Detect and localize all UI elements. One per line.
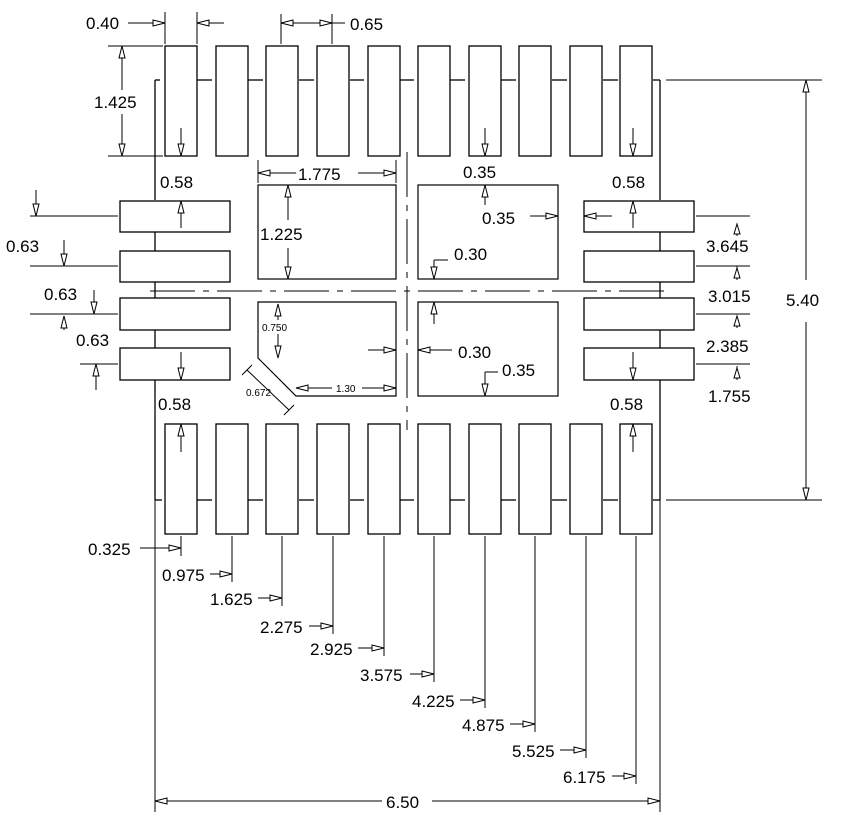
chamfer-offset-label: 0.750 — [262, 323, 287, 334]
bottom-pads — [165, 424, 652, 534]
pad — [570, 424, 602, 534]
pad — [584, 348, 694, 380]
pad — [266, 424, 298, 534]
pad — [519, 46, 551, 156]
pad-position-label: 3.575 — [360, 666, 403, 685]
pad — [266, 46, 298, 156]
pad — [584, 251, 694, 282]
left-pitch-label-1: 0.63 — [6, 237, 39, 256]
paste-width-label: 1.775 — [298, 165, 341, 184]
corner-bl-label: 0.58 — [158, 395, 191, 414]
pad — [216, 46, 248, 156]
pad — [620, 424, 652, 534]
pad — [120, 348, 230, 380]
right-dim-label-2: 3.015 — [708, 287, 751, 306]
pad-length-label: 1.425 — [94, 93, 137, 112]
pad — [216, 424, 248, 534]
left-pitch-label-3: 0.63 — [76, 331, 109, 350]
chamfer-size-label: 0.672 — [246, 388, 271, 399]
pad — [120, 201, 230, 232]
pad — [317, 424, 349, 534]
chamfer-width-label: 1.30 — [336, 384, 356, 395]
left-pitch-label-2: 0.63 — [44, 285, 77, 304]
pad — [368, 46, 400, 156]
pad-pitch-label: 0.65 — [350, 15, 383, 34]
pad-width-label: 0.40 — [86, 14, 119, 33]
pad-position-label: 1.625 — [210, 590, 253, 609]
gap-bottom-label: 0.35 — [502, 361, 535, 380]
gap-center-h-label: 0.30 — [458, 343, 491, 362]
pad-position-label: 6.175 — [563, 768, 606, 787]
gap-side-label: 0.35 — [482, 209, 515, 228]
right-dim-label-3: 2.385 — [706, 337, 749, 356]
pad — [120, 251, 230, 282]
body-width-label: 6.50 — [386, 793, 419, 812]
pad — [317, 46, 349, 156]
pad-position-label: 2.275 — [260, 618, 303, 637]
pad-position-label: 0.975 — [162, 566, 205, 585]
gap-top-label: 0.35 — [463, 163, 496, 182]
pad — [120, 298, 230, 330]
paste-window-top-right — [418, 185, 558, 279]
pad-position-label: 4.875 — [462, 716, 505, 735]
dimension-labels: 0.40 0.65 1.425 0.58 0.58 0.58 0.58 1.77… — [6, 14, 819, 812]
top-pads — [165, 46, 652, 156]
pad — [584, 298, 694, 330]
right-dim-label-1: 3.645 — [706, 237, 749, 256]
pad-position-label: 4.225 — [412, 692, 455, 711]
gap-center-v-label: 0.30 — [454, 245, 487, 264]
pad — [620, 46, 652, 156]
pad — [418, 424, 450, 534]
corner-tr-label: 0.58 — [612, 173, 645, 192]
pad-position-label: 2.925 — [310, 640, 353, 659]
pad-position-label: 0.325 — [88, 540, 131, 559]
right-dim-label-4: 1.755 — [708, 387, 751, 406]
pad — [368, 424, 400, 534]
pad-position-label: 5.525 — [512, 742, 555, 761]
pad — [570, 46, 602, 156]
pad — [418, 46, 450, 156]
pad — [519, 424, 551, 534]
corner-tl-label: 0.58 — [160, 173, 193, 192]
pad — [469, 424, 501, 534]
body-height-label: 5.40 — [786, 291, 819, 310]
paste-height-label: 1.225 — [260, 225, 303, 244]
corner-br-label: 0.58 — [610, 395, 643, 414]
